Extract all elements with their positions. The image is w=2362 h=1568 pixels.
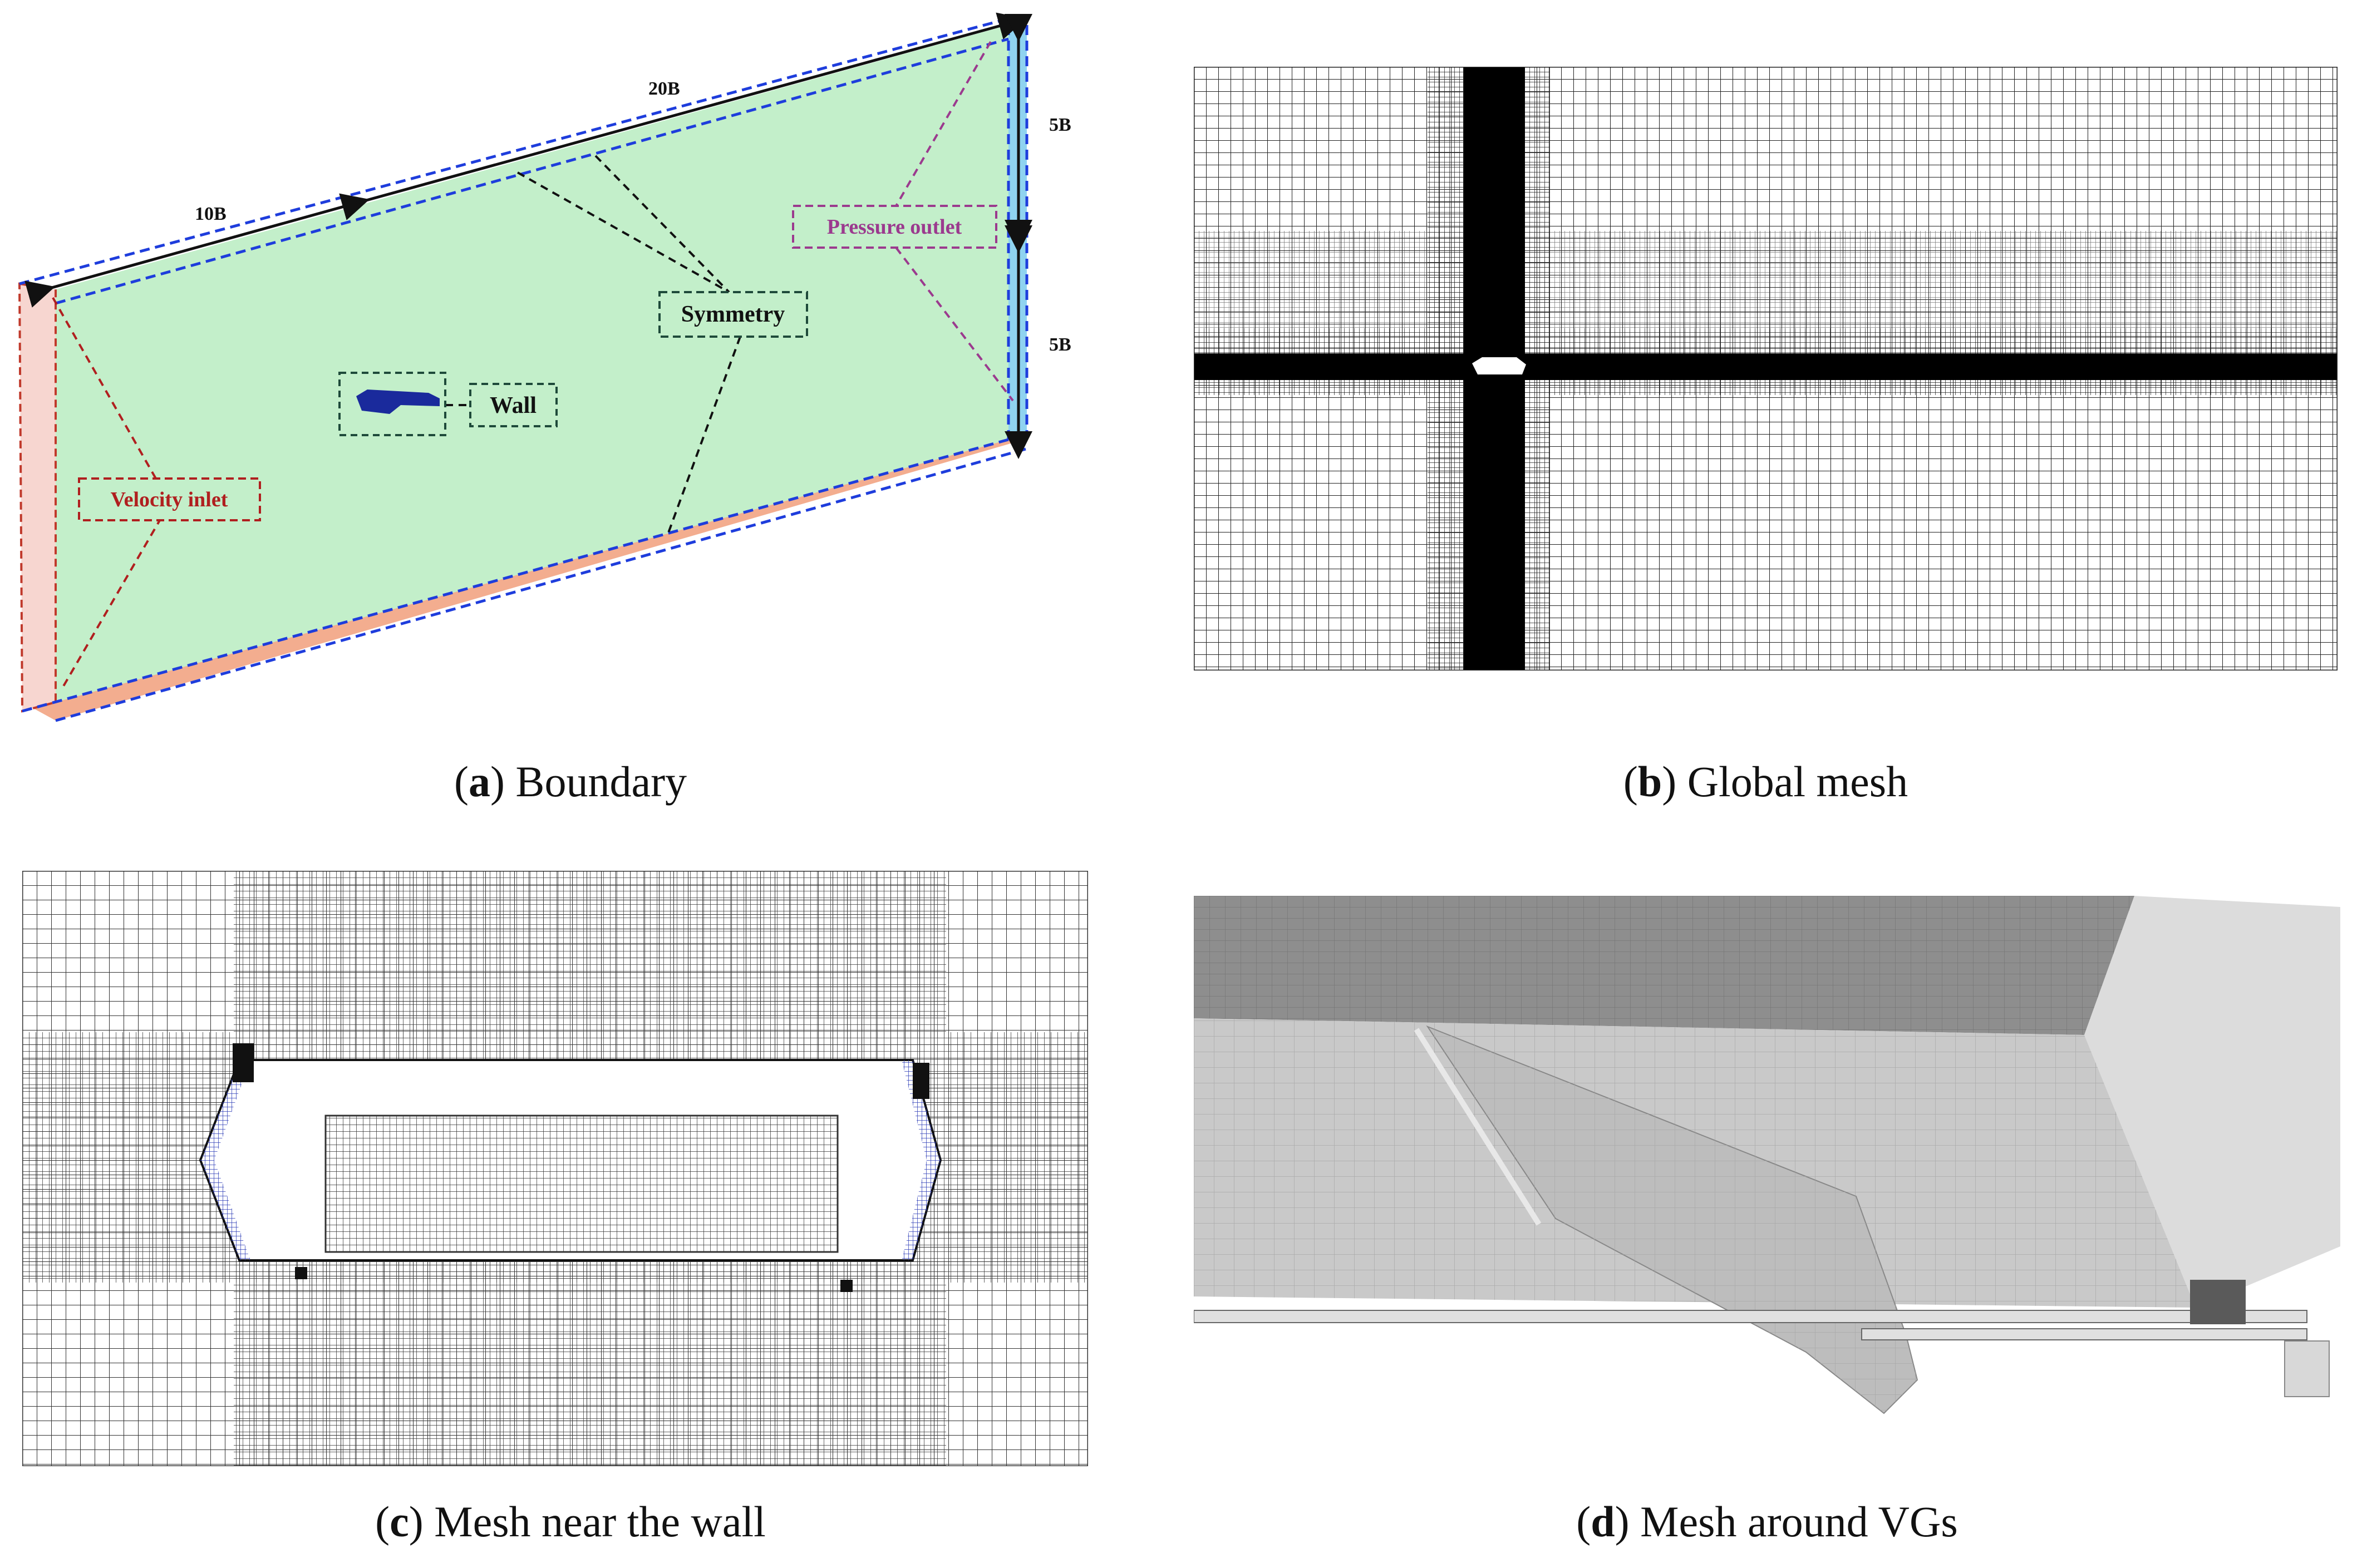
boundary-diagram: 10B 20B 5B 5B Pressure outlet Symmetry W… [18,12,1071,722]
caption-b: (b) Global mesh [1623,757,1908,806]
wall-label: Wall [490,393,537,418]
ground-face [22,440,1024,721]
dim-10b-label: 10B [195,204,227,224]
caption-d: (d) Mesh around VGs [1576,1497,1958,1546]
near-wall-mesh-image [22,871,1088,1466]
caption-c: (c) Mesh near the wall [375,1497,766,1546]
inlet-face [18,282,57,713]
panel-c-near-wall-mesh [22,871,1088,1466]
dim-20b-label: 20B [648,78,680,99]
pressure-outlet-label: Pressure outlet [827,215,962,239]
velocity-inlet-label: Velocity inlet [111,488,228,511]
bridge-deck-model [356,389,440,414]
symmetry-label: Symmetry [681,302,785,327]
panel-d-vg-mesh [1194,896,2340,1452]
domain-face [56,25,1008,702]
panel-a-boundary: 10B 20B 5B 5B Pressure outlet Symmetry W… [0,0,1141,734]
caption-a: (a) Boundary [454,757,687,806]
vg-mesh-image [1194,896,2340,1452]
global-mesh-image [1194,67,2338,670]
panel-b-global-mesh [1194,67,2338,670]
dim-5b-bottom-label: 5B [1049,334,1071,355]
dim-5b-top-label: 5B [1049,115,1071,135]
